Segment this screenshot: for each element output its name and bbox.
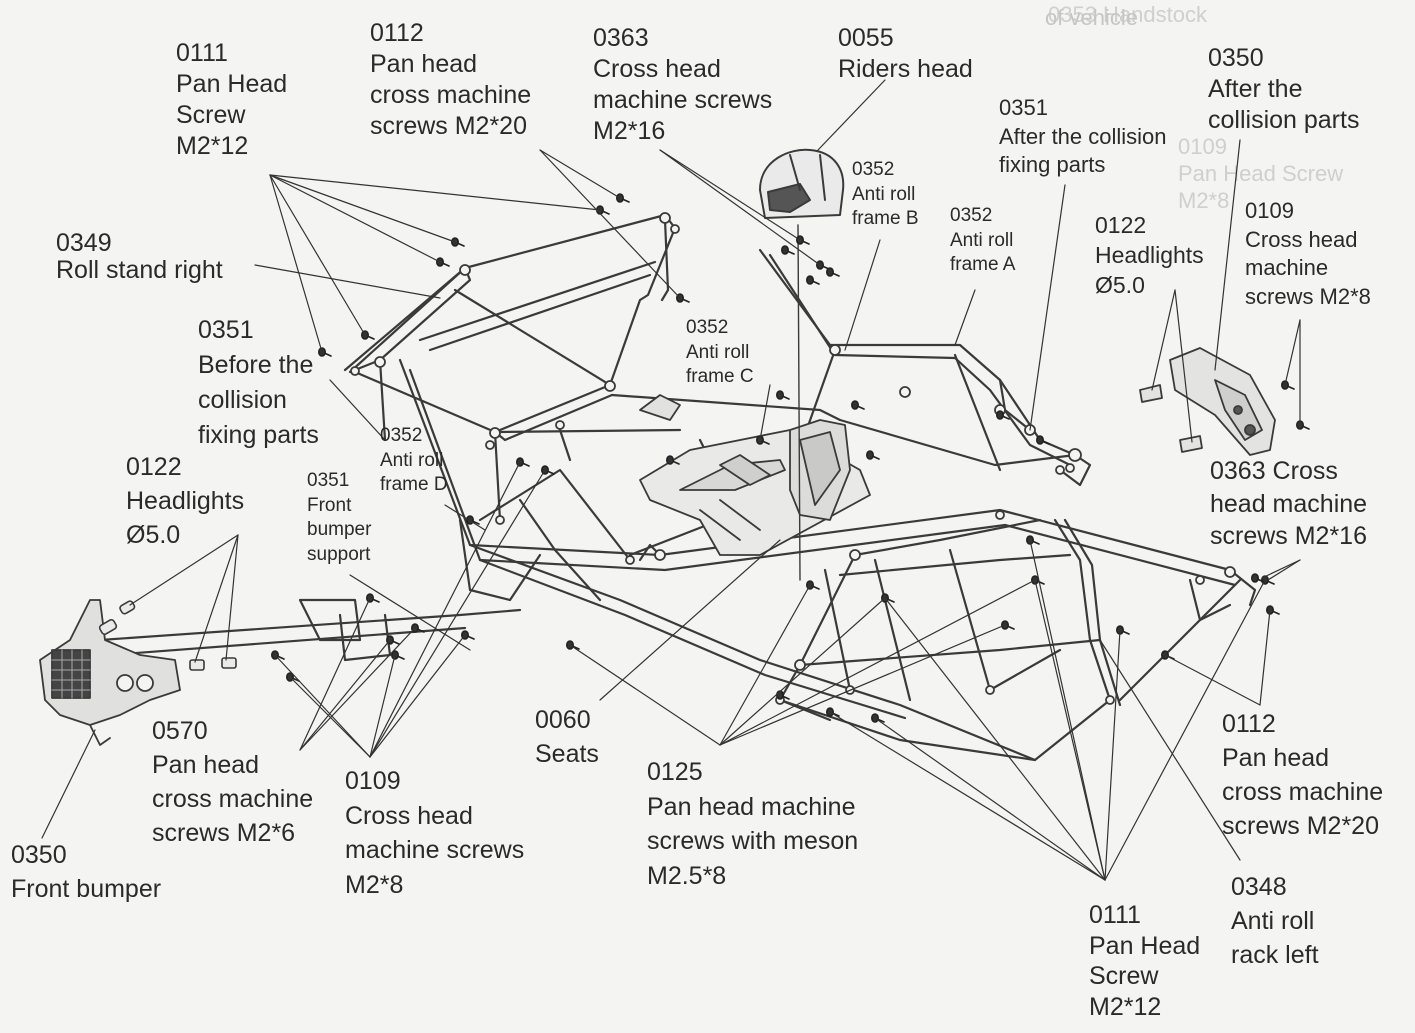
screw-head	[1036, 435, 1045, 445]
leader-line	[1259, 609, 1271, 706]
leader-line	[1214, 139, 1241, 371]
label-0349-roll-stand-right: 0349 Roll stand right	[56, 229, 223, 284]
ghost-text-vehicle: of vehicle	[1045, 5, 1138, 30]
label-0111-pan-head-screw-top: 0111 Pan Head Screw M2*12	[176, 39, 288, 160]
screw-head	[865, 450, 874, 460]
leader-line	[1034, 579, 1106, 881]
label-0125-pan-head-meson-screws: 0125 Pan head machine screws with meson …	[647, 758, 859, 890]
leader-line	[844, 239, 881, 351]
label-0055-riders-head: 0055 Riders head	[838, 24, 973, 83]
leader-line	[659, 149, 821, 266]
leader-line	[299, 627, 416, 751]
leader-line	[349, 574, 471, 651]
screw-head	[775, 390, 784, 400]
leader-line	[194, 534, 239, 663]
label-0570-pan-head-screws: 0570 Pan head cross machine screws M2*6	[152, 717, 314, 847]
screw-head	[805, 275, 814, 285]
leader-line	[299, 597, 371, 751]
screw-head	[850, 400, 859, 410]
leader-line	[299, 639, 391, 751]
leader-lines	[41, 79, 1301, 881]
leader-line	[884, 597, 1106, 881]
leader-line	[759, 384, 771, 441]
leader-line	[225, 534, 239, 661]
screw-head	[780, 245, 789, 255]
leader-line	[954, 289, 976, 346]
leader-line	[269, 174, 456, 243]
label-0350-front-bumper: 0350 Front bumper	[11, 841, 162, 903]
leader-line	[41, 729, 96, 839]
leader-line	[659, 149, 801, 241]
leader-line	[369, 461, 521, 758]
label-0352-anti-roll-frame-b: 0352 Anti roll frame B	[852, 159, 919, 230]
leader-line	[539, 149, 621, 199]
leader-line	[1151, 289, 1176, 391]
label-0348-anti-roll-rack-left: 0348 Anti roll rack left	[1231, 873, 1319, 969]
label-0352-anti-roll-frame-c: 0352 Anti roll frame C	[686, 317, 754, 388]
label-0122-headlights-right: 0122 Headlights Ø5.0	[1095, 212, 1204, 298]
leader-line	[1267, 559, 1301, 581]
leader-line	[719, 579, 1036, 746]
label-0363-cross-head-screws-right: 0363 Cross head machine screws M2*16	[1210, 457, 1368, 550]
leader-line	[269, 174, 441, 263]
label-0352-anti-roll-frame-d: 0352 Anti roll frame D	[380, 425, 448, 496]
rear-collision-parts	[1139, 347, 1276, 456]
label-0111-pan-head-screw-bottom: 0111 Pan Head Screw M2*12	[1089, 901, 1201, 1021]
leader-line	[719, 584, 811, 746]
leader-line	[329, 379, 386, 441]
seat-assembly	[639, 394, 871, 556]
label-0351-front-bumper-support: 0351 Front bumper support	[307, 470, 372, 566]
leader-line	[599, 539, 781, 701]
leader-line	[1174, 289, 1193, 443]
leader-line	[1164, 654, 1261, 706]
label-0109-cross-head-screws-right: 0109 Cross head machine screws M2*8	[1245, 198, 1371, 309]
leader-line	[369, 654, 396, 758]
screw-head	[825, 267, 834, 277]
leader-line	[719, 597, 886, 746]
leader-line	[539, 149, 681, 299]
leader-line	[1029, 184, 1066, 431]
label-0122-headlights-left: 0122 Headlights Ø5.0	[126, 453, 245, 549]
screw-head	[1251, 573, 1260, 583]
leader-line	[129, 534, 239, 606]
ghost-text-handstock: 0353 Handstock	[1048, 2, 1207, 27]
label-0363-cross-head-screws-top: 0363 Cross head machine screws M2*16	[593, 24, 773, 145]
riders-head-helmet	[759, 148, 845, 581]
label-0351-after-collision-fixing: 0351 After the collision fixing parts	[999, 95, 1167, 178]
leader-line	[719, 624, 1006, 746]
screw-head	[665, 455, 674, 465]
chassis-frame	[98, 212, 1257, 762]
leader-line	[874, 717, 1106, 881]
leader-line	[369, 634, 466, 758]
label-0352-anti-roll-frame-a: 0352 Anti roll frame A	[950, 205, 1016, 276]
label-0060-seats: 0060 Seats	[535, 706, 599, 768]
leader-line	[1104, 629, 1121, 881]
leader-line	[444, 504, 486, 531]
leader-line	[274, 654, 371, 758]
leader-line	[1261, 559, 1301, 579]
leader-line	[1104, 579, 1266, 881]
ghost-text-pan-head-screw: 0109 Pan Head Screw M2*8	[1178, 134, 1344, 213]
screw-head	[995, 410, 1004, 420]
leader-line	[817, 79, 886, 151]
label-0112-pan-head-screws-right: 0112 Pan head cross machine screws M2*20	[1222, 710, 1384, 840]
leader-line	[1099, 639, 1241, 861]
label-0350-after-collision-parts: 0350 After the collision parts	[1208, 44, 1360, 134]
leader-line	[254, 264, 441, 299]
label-0112-pan-head-screws-top: 0112 Pan head cross machine screws M2*20	[370, 19, 532, 140]
front-bumper-part	[39, 599, 181, 746]
leader-line	[569, 644, 721, 746]
leader-line	[269, 174, 323, 353]
label-0109-cross-head-screws-bottom: 0109 Cross head machine screws M2*8	[345, 767, 525, 899]
label-0351-before-collision-fixing: 0351 Before the collision fixing parts	[198, 316, 319, 449]
leader-line	[269, 174, 366, 336]
leader-line	[369, 469, 546, 758]
leader-line	[829, 711, 1106, 881]
leader-line	[289, 676, 371, 758]
leader-line	[1029, 539, 1106, 881]
leader-line	[1284, 319, 1301, 386]
leader-line	[269, 174, 601, 211]
